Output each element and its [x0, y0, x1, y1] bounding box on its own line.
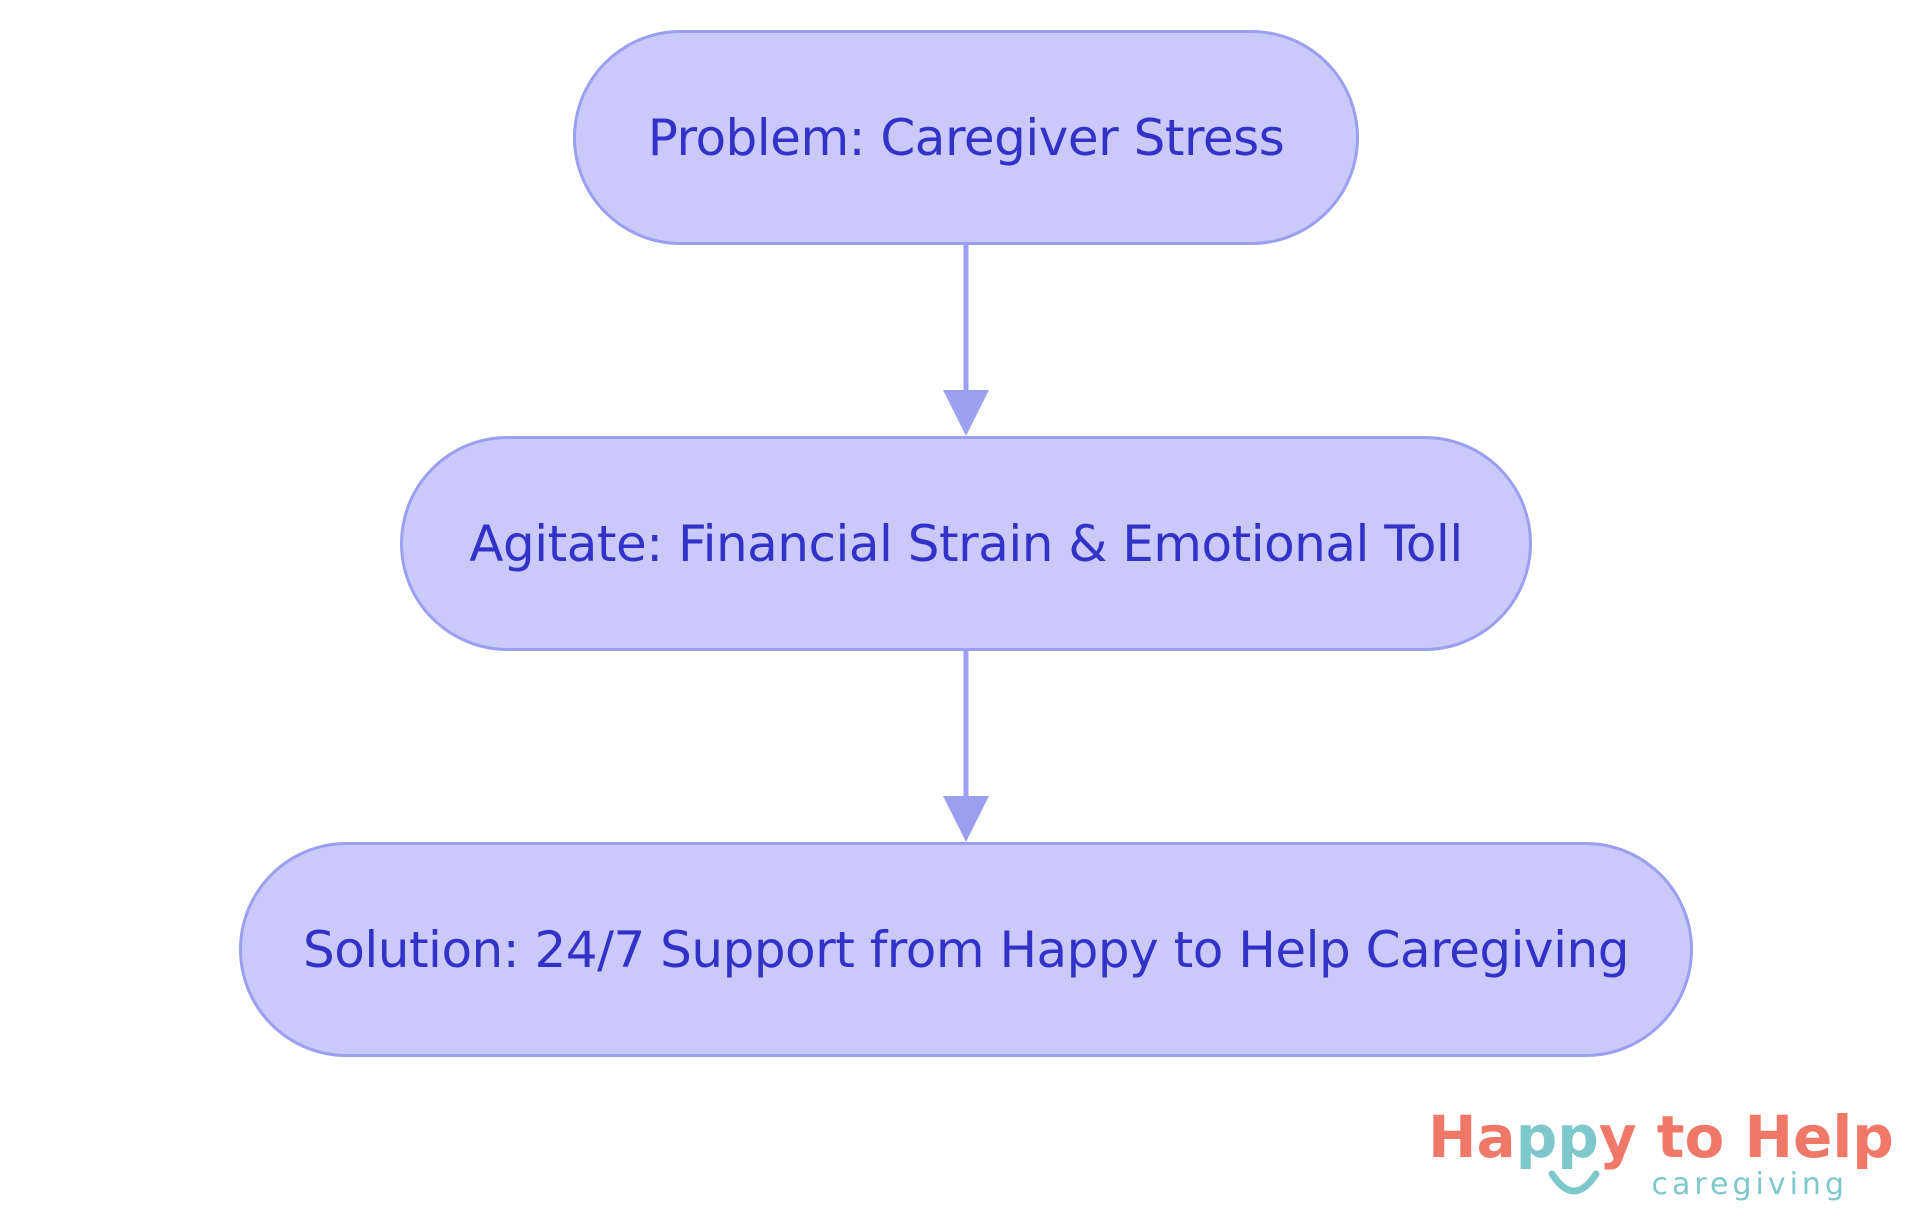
- node-solution-label: Solution: 24/7 Support from Happy to Hel…: [303, 920, 1629, 979]
- logo-wordmark: Happy to Help: [1428, 1108, 1894, 1166]
- logo-wordmark-part1: Ha: [1428, 1103, 1516, 1171]
- brand-logo: Happy to Help caregiving: [1428, 1108, 1894, 1208]
- logo-wordmark-part2: pp: [1515, 1103, 1599, 1171]
- arrow-agitate-to-solution: [943, 651, 989, 842]
- node-problem: Problem: Caregiver Stress: [573, 30, 1359, 245]
- logo-wordmark-part3: y to Help: [1598, 1103, 1894, 1171]
- node-agitate-label: Agitate: Financial Strain & Emotional To…: [469, 514, 1463, 573]
- arrow-problem-to-agitate: [943, 245, 989, 436]
- logo-subtitle: caregiving: [1651, 1167, 1848, 1202]
- node-solution: Solution: 24/7 Support from Happy to Hel…: [239, 842, 1693, 1057]
- smile-icon: [1548, 1170, 1600, 1195]
- node-agitate: Agitate: Financial Strain & Emotional To…: [400, 436, 1532, 651]
- node-problem-label: Problem: Caregiver Stress: [647, 108, 1285, 167]
